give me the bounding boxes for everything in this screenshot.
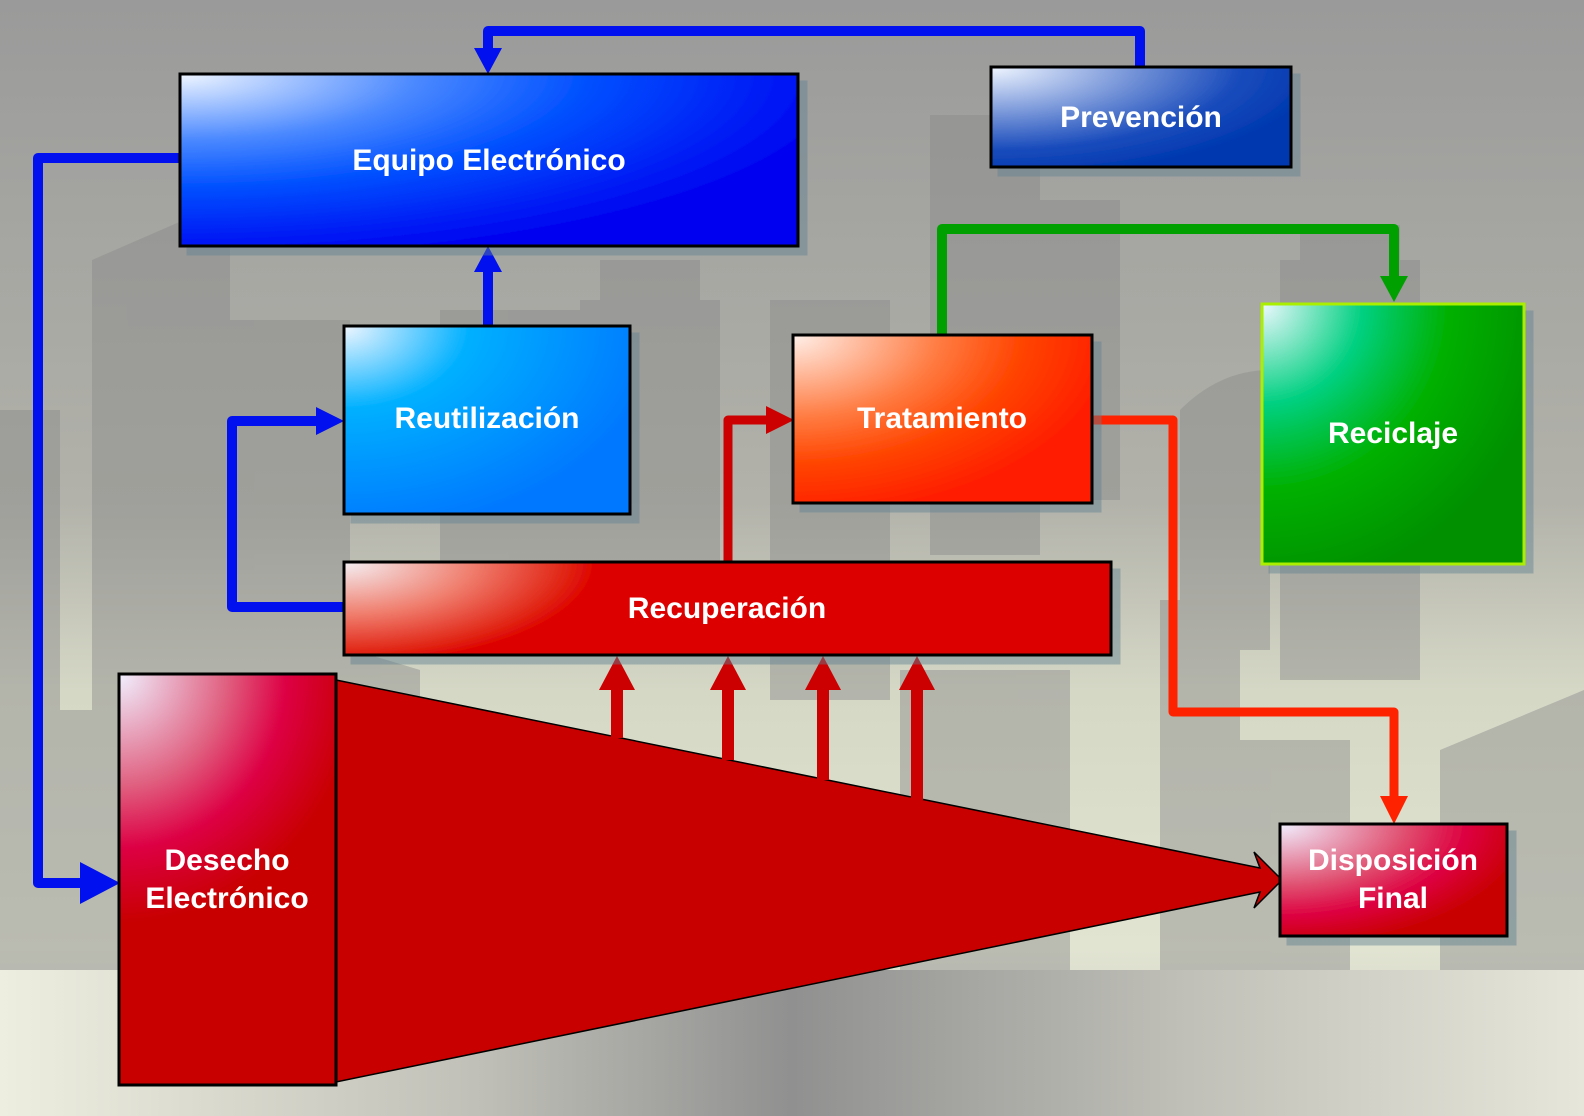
node-label: Recuperación [628,592,826,625]
node-label-line2: Electrónico [145,882,308,915]
node-label: Equipo Electrónico [352,144,625,177]
waste-flow-wedge [335,679,1284,1083]
node-label: Prevención [1060,101,1222,134]
arrowhead-icon [474,48,502,74]
arrowhead-icon [80,862,120,904]
edge-prevencion-equipo [483,26,1145,71]
node-desecho-electronico[interactable]: Desecho Electrónico [117,672,338,1087]
node-label-line1: Disposición [1308,844,1478,877]
arrowhead-icon [599,656,635,690]
recovery-arrow-shaft [722,688,734,760]
node-label-line1: Desecho [164,844,289,877]
arrowhead-icon [474,246,502,272]
node-label: Reutilización [394,402,579,435]
edge-tratamiento-disposicion [1087,415,1399,803]
node-label-line2: Final [1358,882,1428,915]
node-equipo-electronico[interactable]: Equipo Electrónico [178,72,800,248]
node-prevencion[interactable]: Prevención [989,65,1293,169]
recovery-arrow-shaft [911,688,923,800]
recovery-arrows [599,656,935,800]
arrowhead-icon [805,656,841,690]
arrowhead-icon [766,406,794,434]
recovery-arrow-shaft [817,688,829,780]
recovery-arrow-shaft [611,688,623,738]
arrowhead-icon [1380,796,1408,824]
edge-recuperacion-tratamiento [723,415,773,567]
edge-equipo-desecho [33,153,185,888]
arrowhead-icon [710,656,746,690]
node-reutilizacion[interactable]: Reutilización [342,324,632,516]
arrowhead-icon [316,407,344,435]
node-reciclaje[interactable]: Reciclaje [1260,302,1526,566]
node-label: Reciclaje [1328,417,1458,450]
edge-recuperacion-reutilizacion [227,416,349,612]
blue-connectors [33,26,1145,888]
node-tratamiento[interactable]: Tratamiento [791,333,1094,505]
node-recuperacion[interactable]: Recuperación [342,560,1113,657]
arrowhead-icon [899,656,935,690]
edge-tratamiento-reciclaje [937,224,1399,340]
node-disposicion-final[interactable]: Disposición Final [1278,822,1509,938]
arrowhead-icon [1380,276,1408,302]
node-label: Tratamiento [857,402,1027,435]
